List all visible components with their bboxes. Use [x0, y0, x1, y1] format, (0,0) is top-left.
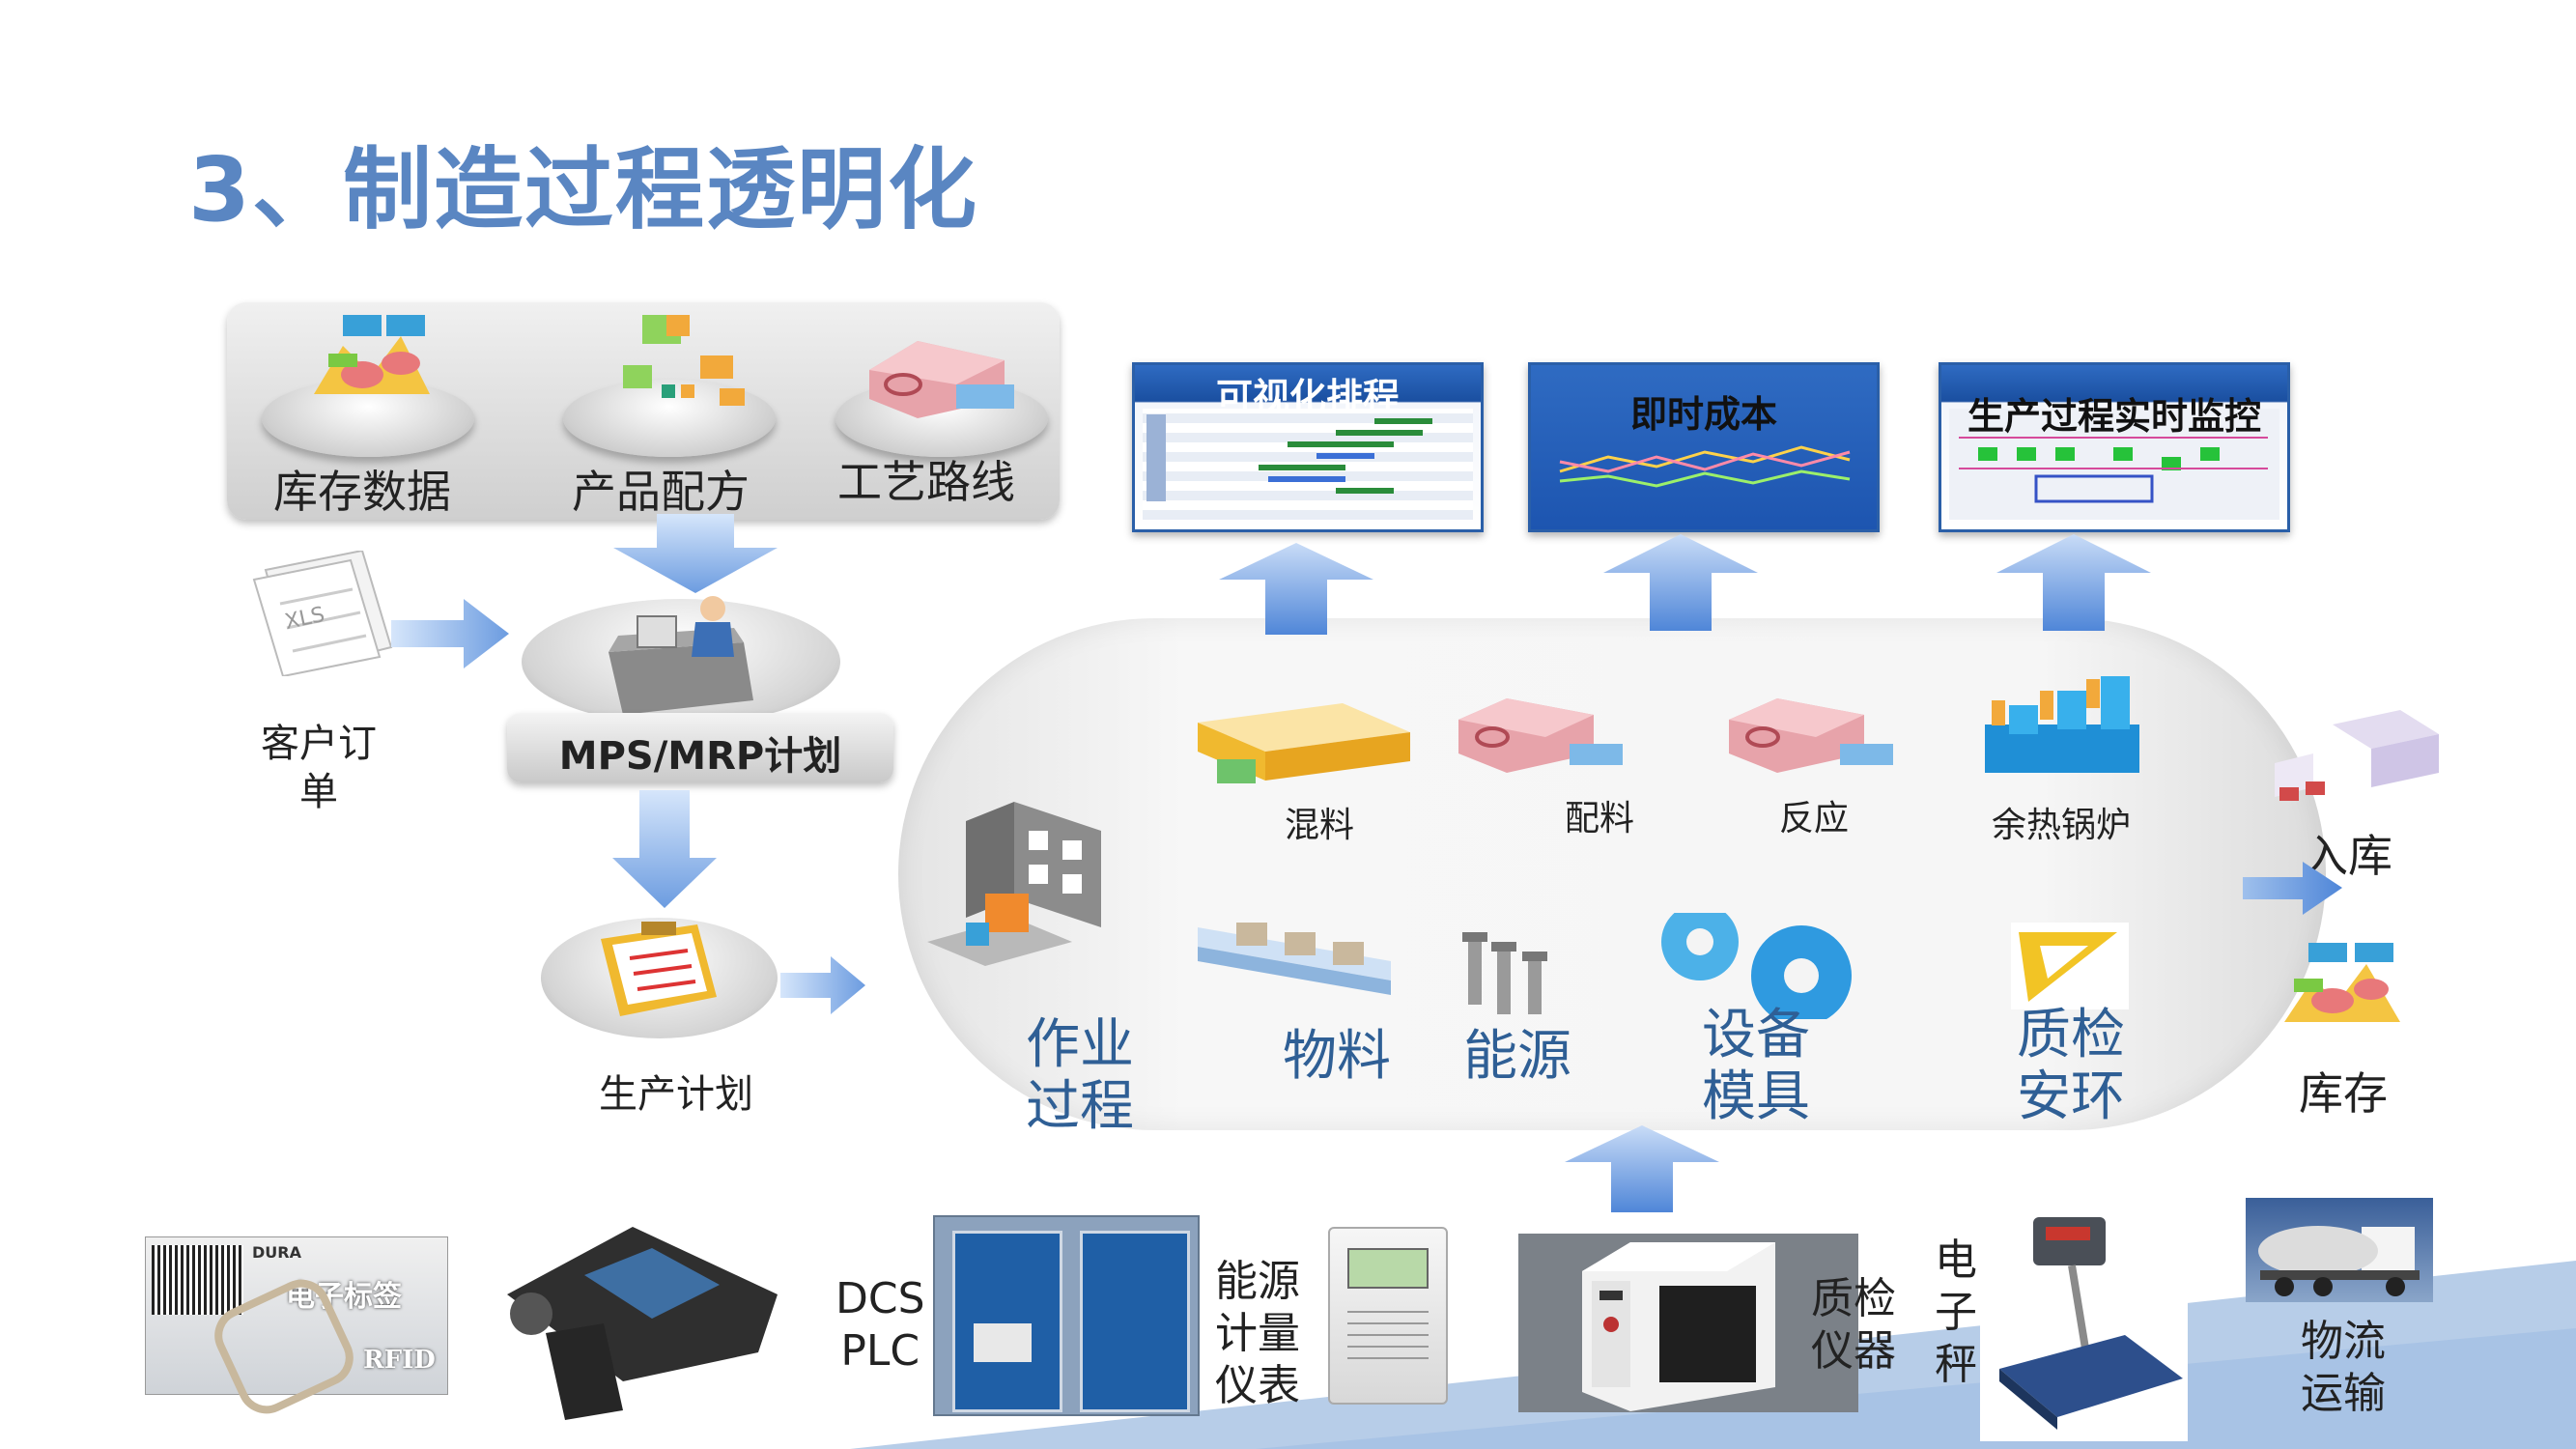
energy-meter-line-1: 能源 — [1215, 1257, 1300, 1306]
quality-safety-label: 质检 安环 — [2017, 1005, 2125, 1128]
xls-document-icon — [252, 551, 393, 676]
meter-label-plate — [1347, 1301, 1429, 1359]
dcs-cabinet-photo — [933, 1215, 1200, 1416]
equipment-line-2: 模具 — [1702, 1065, 1810, 1128]
right-arrow-xls-to-mps — [391, 599, 509, 668]
down-arrow-mps-to-plan — [612, 790, 717, 908]
monitor-diagram — [1949, 409, 2279, 520]
mixing-label: 混料 — [1285, 806, 1355, 845]
cabinet-right — [1080, 1231, 1190, 1412]
scale-line-2: 子 — [1935, 1288, 1977, 1337]
waste-heat-boiler-icon — [1985, 676, 2139, 773]
inventory-data-icon — [314, 315, 430, 394]
inventory-data-label: 库存数据 — [273, 466, 451, 518]
cabinet-screen — [974, 1323, 1032, 1362]
energy-meter-photo — [1328, 1227, 1448, 1405]
meter-display — [1347, 1248, 1429, 1289]
up-arrow-to-monitor — [1996, 534, 2151, 631]
equipment-label: 设备 模具 — [1702, 1005, 1810, 1128]
process-route-icon — [869, 341, 1014, 418]
cabinet-left — [952, 1231, 1062, 1412]
clipboard-icon — [601, 922, 717, 1016]
product-recipe-label: 产品配方 — [572, 466, 750, 518]
inventory-label: 库存 — [2299, 1067, 2388, 1120]
dcs-label: DCS — [835, 1274, 925, 1323]
product-recipe-icon — [623, 315, 745, 406]
scale-line-1: 电 — [1935, 1236, 1977, 1285]
quality-triangle-ruler-icon — [2011, 923, 2129, 1009]
quality-instrument-line-1: 质检 — [1811, 1274, 1896, 1323]
rfid-maker-label: DURA — [252, 1243, 301, 1262]
material-label: 物料 — [1283, 1025, 1391, 1088]
right-arrow-to-warehouse — [2243, 862, 2342, 915]
reaction-icon — [1729, 698, 1893, 773]
data-source-panel: 库存数据 产品配方 工艺路线 — [227, 302, 1060, 520]
up-arrow-to-scheduling — [1219, 543, 1373, 635]
mps-bar: MPS/MRP计划 — [507, 713, 893, 782]
logistics-line-1: 物流 — [2301, 1317, 2386, 1366]
energy-meter-line-2: 计量 — [1215, 1309, 1300, 1358]
customer-order-label: 客户订单 — [261, 722, 377, 814]
scale-line-3: 秤 — [1935, 1340, 1977, 1389]
quality-line-2: 安环 — [2017, 1065, 2125, 1128]
batching-icon — [1458, 698, 1623, 773]
energy-label: 能源 — [1463, 1025, 1571, 1088]
handheld-scanner-photo — [507, 1227, 778, 1420]
page-title: 3、制造过程透明化 — [188, 138, 979, 242]
work-process-icon — [927, 802, 1101, 966]
logistics-line-2: 运输 — [2301, 1369, 2386, 1418]
cost-line-chart — [1559, 445, 1851, 488]
scheduling-gantt — [1143, 409, 1473, 520]
planner-person-icon — [609, 596, 753, 715]
production-plan-label: 生产计划 — [599, 1072, 753, 1117]
work-process-line-1: 作业 — [1026, 1013, 1134, 1076]
warehouse-in-icon — [2275, 710, 2439, 801]
up-arrow-from-devices — [1565, 1125, 1719, 1212]
plc-label: PLC — [840, 1326, 920, 1376]
rfid-tag-photo: DURA 电子标签 RFID — [145, 1236, 448, 1424]
quality-instrument-photo — [1582, 1242, 1775, 1411]
energy-bolts-icon — [1462, 932, 1547, 1014]
logistics-truck-photo — [2246, 1198, 2433, 1302]
right-arrow-plan-to-process — [780, 956, 865, 1014]
up-arrow-to-cost — [1603, 534, 1758, 631]
down-arrow-panel-to-mps — [613, 514, 778, 593]
logistics-label: 物流 运输 — [2301, 1316, 2386, 1420]
equipment-line-1: 设备 — [1702, 1004, 1810, 1066]
dcs-plc-label: DCS PLC — [835, 1273, 925, 1378]
work-process-line-2: 过程 — [1026, 1075, 1134, 1138]
barcode-graphic — [152, 1245, 243, 1315]
realtime-monitor-screen: 生产过程实时监控 — [1939, 362, 2290, 532]
equipment-gears-icon — [1661, 913, 1852, 1019]
visual-scheduling-screen: 可视化排程 — [1132, 362, 1484, 532]
electronic-scale-photo — [1980, 1200, 2188, 1441]
energy-meter-label: 能源 计量 仪表 — [1215, 1256, 1300, 1412]
mps-label: MPS/MRP计划 — [558, 734, 842, 779]
realtime-cost-screen: 即时成本 — [1528, 362, 1880, 532]
quality-instrument-line-2: 仪器 — [1811, 1326, 1896, 1376]
quality-line-1: 质检 — [2017, 1004, 2125, 1066]
visual-scheduling-title: 可视化排程 — [1215, 376, 1400, 418]
realtime-cost-title: 即时成本 — [1629, 393, 1777, 436]
cement-truck-icon — [2258, 1226, 2420, 1296]
energy-meter-line-3: 仪表 — [1215, 1361, 1300, 1410]
quality-instrument-label: 质检 仪器 — [1811, 1273, 1896, 1378]
reaction-label: 反应 — [1779, 799, 1850, 838]
electronic-scale-label: 电 子 秤 — [1935, 1235, 1977, 1391]
work-process-label: 作业 过程 — [1026, 1014, 1134, 1138]
rfid-label: RFID — [363, 1346, 436, 1375]
process-route-label: 工艺路线 — [837, 456, 1015, 508]
inventory-icon — [2284, 943, 2400, 1022]
material-conveyor-icon — [1198, 923, 1391, 995]
mixing-icon — [1198, 703, 1410, 783]
batching-label: 配料 — [1565, 799, 1635, 838]
waste-heat-boiler-label: 余热锅炉 — [1992, 806, 2132, 845]
electronic-tag-label: 电子标签 — [286, 1280, 402, 1314]
realtime-monitor-title: 生产过程实时监控 — [1967, 395, 2261, 438]
